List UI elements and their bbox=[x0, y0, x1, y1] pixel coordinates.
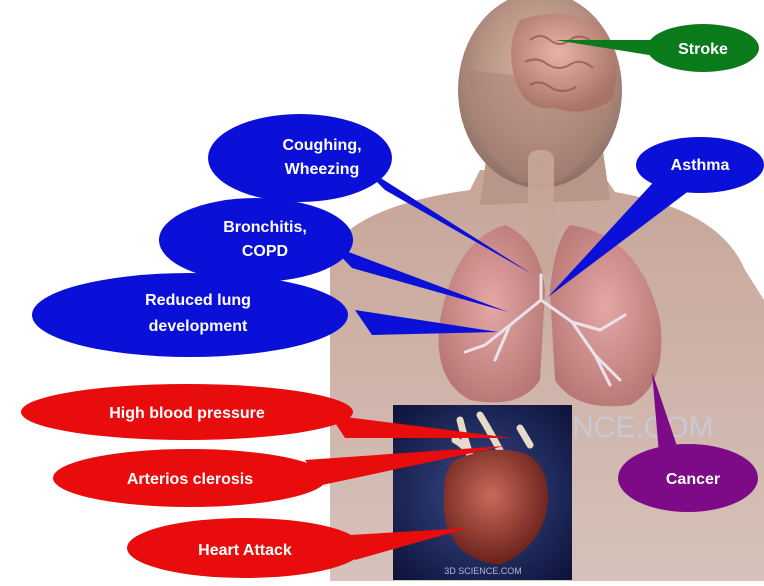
callout-high-blood-pressure-label: High blood pressure bbox=[109, 405, 265, 422]
callout-lung-development-bubble bbox=[32, 273, 348, 357]
callout-coughing-line2: Wheezing bbox=[285, 161, 360, 178]
callout-arteriosclerosis-label: Arterios clerosis bbox=[127, 471, 253, 488]
callout-coughing-line1: Coughing, bbox=[282, 137, 361, 154]
callout-stroke-label: Stroke bbox=[678, 41, 728, 58]
callout-lung-development-line1: Reduced lung bbox=[145, 292, 251, 309]
callout-cancer-label: Cancer bbox=[666, 471, 720, 488]
heart-inset-watermark: 3D SCIENCE.COM bbox=[444, 566, 522, 576]
callout-bronchitis-bubble bbox=[159, 198, 353, 282]
callout-bronchitis-line1: Bronchitis, bbox=[223, 219, 307, 236]
brain-shape bbox=[511, 14, 616, 112]
callout-coughing-bubble bbox=[208, 114, 392, 202]
callout-lung-development-line2: development bbox=[149, 318, 248, 335]
callout-bronchitis-line2: COPD bbox=[242, 243, 288, 260]
body-watermark: NCE.COM bbox=[572, 411, 714, 444]
callout-asthma-label: Asthma bbox=[671, 157, 730, 174]
callout-heart-attack-label: Heart Attack bbox=[198, 542, 292, 559]
